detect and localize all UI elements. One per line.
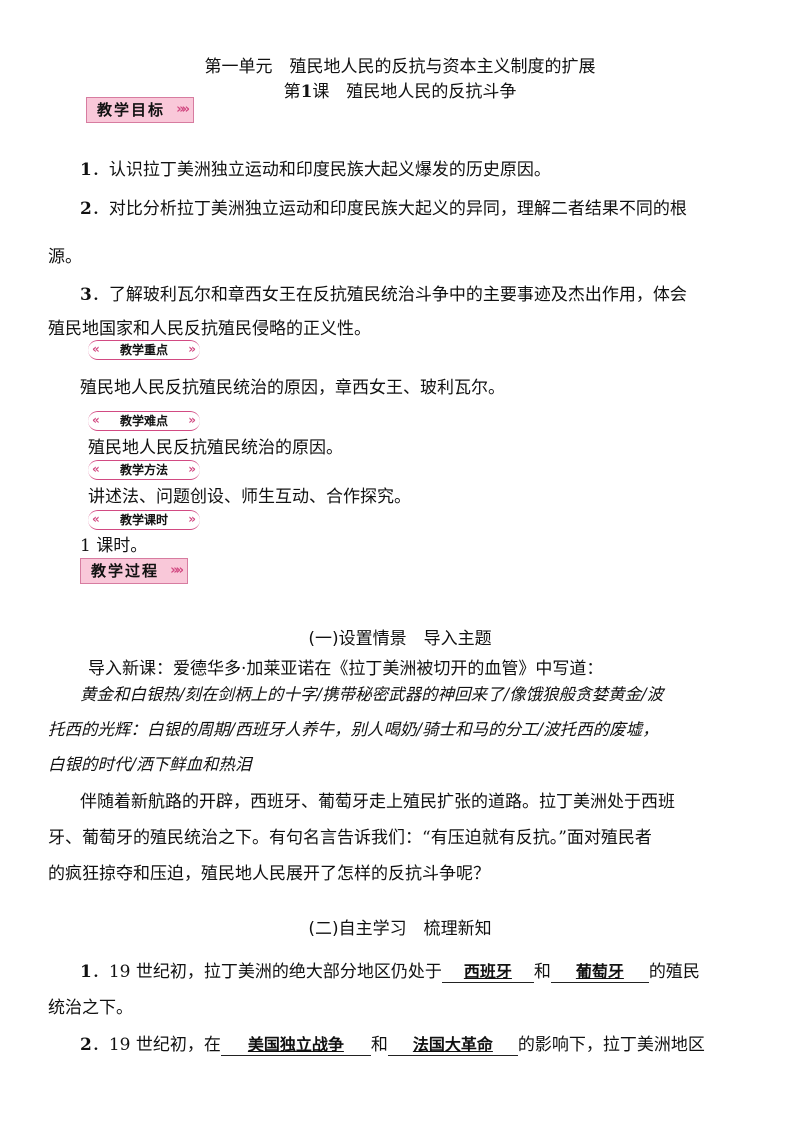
- section-heading-2: (二)自主学习 梳理新知: [308, 919, 492, 939]
- right-chevron-icon: »: [188, 512, 196, 526]
- item-number: 3: [80, 285, 92, 305]
- lesson-prefix: 第: [283, 82, 301, 102]
- key-points-text: 殖民地人民反抗殖民统治的原因，章西女王、玻利瓦尔。: [80, 378, 505, 398]
- lesson-title: 第1课 殖民地人民的反抗斗争: [0, 77, 800, 102]
- objective-item-1: 1．认识拉丁美洲独立运动和印度民族大起义爆发的历史原因。: [80, 160, 551, 180]
- key-points-label: «教学重点»: [88, 340, 200, 360]
- paragraph-line-2: 牙、葡萄牙的殖民统治之下。有句名言告诉我们：“有压迫就有反抗。”面对殖民者: [48, 828, 652, 848]
- lesson-number: 1: [300, 82, 313, 102]
- process-badge-label: 教学过程: [91, 562, 160, 580]
- hours-label: «教学课时»: [88, 510, 200, 530]
- left-chevron-icon: «: [92, 413, 100, 427]
- item-number: 2: [80, 199, 92, 219]
- unit-title: 第一单元 殖民地人民的反抗与资本主义制度的扩展: [204, 57, 596, 77]
- difficulties-text: 殖民地人民反抗殖民统治的原因。: [88, 438, 343, 458]
- answer-blank-1: 西班牙: [441, 962, 534, 983]
- difficulties-label: «教学难点»: [88, 411, 200, 431]
- objective-item-3: 3．了解玻利瓦尔和章西女王在反抗殖民统治斗争中的主要事迹及杰出作用，体会: [80, 285, 687, 305]
- right-chevron-icon: »: [188, 342, 196, 356]
- paragraph-line-3: 的疯狂掠夺和压迫，殖民地人民展开了怎样的反抗斗争呢？: [48, 864, 490, 884]
- poem-line-3: 白银的时代/洒下鲜血和热泪: [48, 755, 252, 774]
- section-heading-1: (一)设置情景 导入主题: [308, 629, 492, 649]
- double-chevron-icon: »»: [170, 563, 184, 578]
- objectives-badge-label: 教学目标: [97, 101, 166, 119]
- objective-item-3-cont: 殖民地国家和人民反抗殖民侵略的正义性。: [48, 319, 371, 339]
- objective-item-2: 2．对比分析拉丁美洲独立运动和印度民族大起义的异同，理解二者结果不同的根: [80, 199, 687, 219]
- item-number: 2: [80, 1035, 92, 1055]
- poem-line-1: 黄金和白银热/刻在剑柄上的十字/携带秘密武器的神回来了/像饿狼般贪婪黄金/波: [80, 685, 664, 704]
- question-2: 2．19 世纪初，在美国独立战争和法国大革命的影响下，拉丁美洲地区: [80, 1035, 705, 1056]
- process-badge: 教学过程 »»: [80, 558, 189, 584]
- item-number: 1: [80, 160, 92, 180]
- answer-blank-4: 法国大革命: [387, 1035, 518, 1056]
- right-chevron-icon: »: [188, 413, 196, 427]
- double-chevron-icon: »»: [176, 102, 190, 117]
- paragraph-line-1: 伴随着新航路的开辟，西班牙、葡萄牙走上殖民扩张的道路。拉丁美洲处于西班: [80, 792, 675, 812]
- right-chevron-icon: »: [188, 462, 196, 476]
- methods-text: 讲述法、问题创设、师生互动、合作探究。: [88, 487, 411, 507]
- objectives-badge: 教学目标 »»: [86, 97, 195, 123]
- left-chevron-icon: «: [92, 342, 100, 356]
- left-chevron-icon: «: [92, 512, 100, 526]
- question-1: 1．19 世纪初，拉丁美洲的绝大部分地区仍处于西班牙和葡萄牙的殖民: [80, 962, 700, 983]
- methods-label: «教学方法»: [88, 460, 200, 480]
- poem-line-2: 托西的光辉：白银的周期/西班牙人养牛，别人喝奶/骑士和马的分工/波托西的废墟，: [48, 720, 659, 739]
- question-1-cont: 统治之下。: [48, 998, 133, 1018]
- intro-text: 导入新课：爱德华多·加莱亚诺在《拉丁美洲被切开的血管》中写道：: [88, 659, 604, 679]
- answer-blank-2: 葡萄牙: [550, 962, 649, 983]
- hours-text: 1 课时。: [80, 536, 148, 556]
- objective-item-2-cont: 源。: [48, 247, 82, 267]
- item-number: 1: [80, 962, 92, 982]
- left-chevron-icon: «: [92, 462, 100, 476]
- answer-blank-3: 美国独立战争: [220, 1035, 371, 1056]
- lesson-name: 课 殖民地人民的反抗斗争: [312, 82, 517, 102]
